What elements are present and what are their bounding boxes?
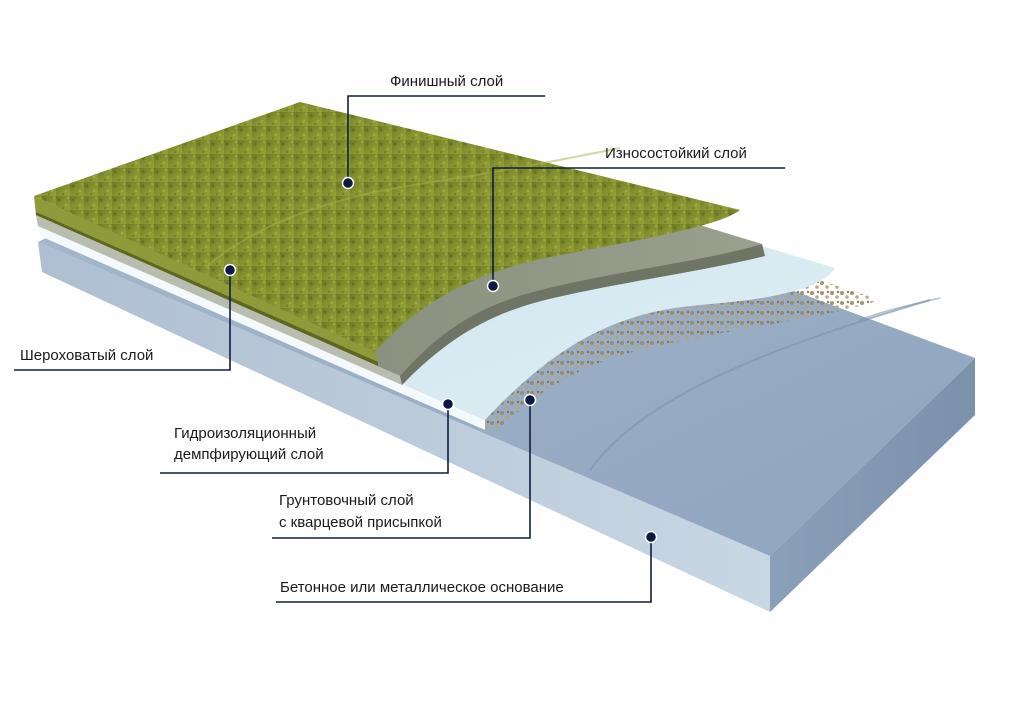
finish-layer-top [34,102,740,352]
leader-rough [14,270,231,371]
base-slab-side-face [770,358,975,612]
finish-layer-front-edge-shade [36,212,378,366]
marker-waterproof [441,397,455,411]
base-slab-crack [589,299,931,471]
leader-finish [347,95,545,183]
label-rough-layer: Шероховатый слой [20,347,154,364]
leader-waterproof [160,404,449,474]
label-waterproof-line1: Гидроизоляционный [174,425,317,442]
leader-primer [272,400,531,539]
label-finish-layer: Финишный слой [390,73,504,90]
waterproof-layer-front-edge [38,226,485,430]
wear-layer-front-edge [36,215,402,385]
marker-finish [341,176,355,190]
wear-layer-curved-edge [400,244,765,385]
marker-wear [486,279,500,293]
base-slab-crack [859,297,941,321]
leader-wear [492,167,785,286]
finish-layer [34,102,740,366]
label-primer-line1: Грунтовочный слой [279,492,414,509]
leader-lines [14,95,785,603]
marker-rough [223,263,237,277]
label-base: Бетонное или металлическое основание [280,579,564,596]
base-slab-front-face [38,242,770,612]
marker-primer [523,393,537,407]
leader-base [276,537,652,603]
rough-layer-boundary [204,147,621,269]
label-primer-line2: с кварцевой присыпкой [279,514,442,531]
markers [223,176,658,544]
marker-base [644,530,658,544]
finish-layer-front-edge [34,196,378,366]
label-wear-layer: Износостойкий слой [605,145,747,162]
label-waterproof-line2: демпфирующий слой [174,446,324,463]
